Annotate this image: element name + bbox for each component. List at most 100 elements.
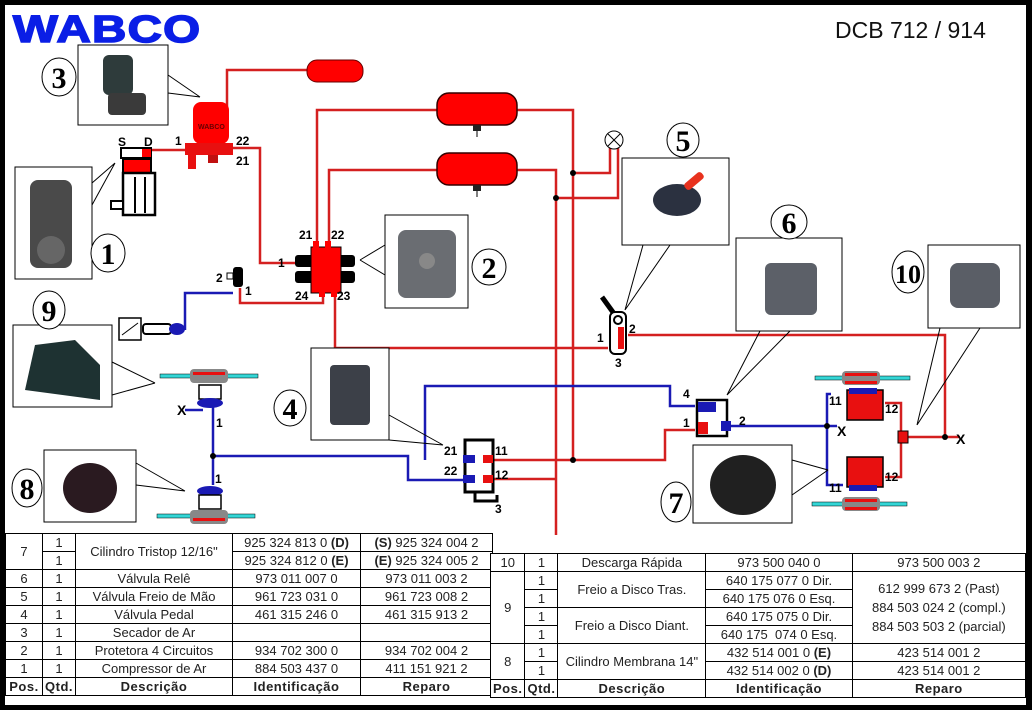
- port-label: 11: [495, 444, 508, 458]
- ident-cell: 640 175 074 0 Esq.: [705, 625, 853, 644]
- callout-3: [41, 57, 77, 97]
- tristop-top-symbol: [846, 388, 884, 421]
- pos-cell: 4: [5, 605, 43, 624]
- air-dryer-symbol: WABCO: [185, 102, 233, 169]
- pos-cell: 8: [489, 643, 526, 680]
- callout-6: [770, 204, 808, 240]
- callout-circles: [11, 57, 925, 523]
- port-label: 12: [885, 470, 899, 484]
- port-label: D: [144, 135, 153, 149]
- front-disc-bottom: [156, 510, 256, 524]
- ident-cell: 961 723 031 0: [232, 587, 361, 606]
- repair-cell: (E) 925 324 005 2: [360, 551, 493, 570]
- qty-cell: 1: [524, 607, 559, 626]
- pipe-tristop-11: [825, 392, 843, 487]
- membrane-cylinder-bottom-symbol: [197, 486, 223, 510]
- pipe-gauge-a: [573, 148, 612, 175]
- pipe-dryer-small-tank: [225, 68, 307, 125]
- desc-cell: Freio a Disco Diant.: [557, 607, 707, 644]
- document-title: DCB 712 / 914: [835, 17, 986, 43]
- desc-cell: Válvula Freio de Mão: [75, 587, 233, 606]
- air-tank-1: [436, 92, 518, 137]
- table-header-row: Pos. Qtd. Descrição Identificação Reparo: [489, 679, 1027, 698]
- pipe-handbrake-quick: [628, 333, 960, 439]
- pipe-fc23-handbrake: [333, 293, 608, 350]
- port-label: 11: [829, 394, 842, 408]
- pipe-tank2-out: [517, 168, 558, 535]
- callout-label: 8: [20, 473, 35, 506]
- parts-table-right: 10 1 Descarga Rápida 973 500 040 0 973 5…: [489, 553, 1027, 698]
- port-label: 22: [236, 134, 250, 148]
- pipe-tank1-out: [517, 108, 575, 460]
- repair-cell: 461 315 913 2: [360, 605, 493, 624]
- port-label: 22: [444, 464, 458, 478]
- port-label: 3: [615, 356, 622, 370]
- front-disc-top: [159, 369, 259, 383]
- desc-cell: Descarga Rápida: [557, 553, 707, 572]
- junction-dots: [210, 170, 948, 463]
- ident-cell: 432 514 001 0 (E): [705, 643, 853, 662]
- callout-label: 6: [782, 207, 797, 240]
- pos-cell: 10: [489, 553, 526, 572]
- qty-cell: 1: [524, 625, 559, 644]
- port-label: 21: [236, 154, 250, 168]
- pipe-dryer-fourcircuit: [230, 146, 305, 265]
- pos-cell: 1: [5, 659, 43, 678]
- ident-cell: 973 500 040 0: [705, 553, 853, 572]
- parts-table-left: 7 1 Cilindro Tristop 12/16" 925 324 813 …: [5, 533, 493, 696]
- port-label: 12: [495, 468, 509, 482]
- header-qty: Qtd.: [524, 679, 559, 698]
- pos-cell: 7: [5, 533, 43, 570]
- desc-cell: Protetora 4 Circuitos: [75, 641, 233, 660]
- port-label: 3: [495, 502, 502, 516]
- table-row: 8 1 Cilindro Membrana 14" 432 514 001 0 …: [489, 643, 1027, 680]
- quick-release-valve-symbol: [897, 430, 909, 444]
- callout-10: [891, 250, 925, 294]
- callout-label: 4: [283, 393, 298, 426]
- pipe-pedal-relay4: [423, 384, 695, 460]
- air-tank-2: [436, 152, 518, 197]
- qty-cell: 1: [42, 551, 76, 570]
- header-pos: Pos.: [489, 679, 526, 698]
- pipe-small-valve-disc: [183, 291, 233, 330]
- desc-cell: Cilindro Membrana 14": [557, 643, 707, 680]
- callout-label: 3: [52, 62, 67, 95]
- header-ident: Identificação: [232, 677, 361, 696]
- four-circuit-valve-symbol: [295, 241, 355, 297]
- pipe-relay-1: [573, 428, 695, 462]
- schematic-canvas: WABCO DCB 712 / 914: [5, 5, 1027, 705]
- pipe-tristop-12-bottom: [885, 437, 903, 479]
- port-label: 12: [885, 402, 899, 416]
- exhaust-label: X: [837, 423, 847, 439]
- repair-cell: 411 151 921 2: [360, 659, 493, 678]
- table-row: 1 Freio a Disco Diant. 640 175 075 0 Dir…: [491, 607, 1026, 644]
- table-row: 7 1 Cilindro Tristop 12/16" 925 324 813 …: [5, 533, 493, 570]
- control-lines: [183, 291, 843, 487]
- pipe-front-to-pedal: [213, 454, 463, 482]
- callout-label: 5: [676, 125, 691, 158]
- pipe-tristop-12-top: [885, 401, 903, 437]
- qty-cell: 1: [524, 661, 559, 680]
- ident-cell: 432 514 002 0 (D): [705, 661, 853, 680]
- port-label: 2: [629, 322, 636, 336]
- product-photos: [25, 55, 1000, 515]
- desc-cell: Válvula Pedal: [75, 605, 233, 624]
- membrane-cylinder-top-symbol: [197, 384, 223, 408]
- hand-brake-valve-symbol: [599, 295, 627, 355]
- ident-cell: 973 011 007 0: [232, 569, 361, 588]
- qty-cell: 1: [42, 659, 76, 678]
- header-desc: Descrição: [557, 679, 707, 698]
- repair-cell: 973 500 003 2: [851, 553, 1027, 572]
- table-header-row: Pos. Qtd. Descrição Identificação Reparo: [5, 677, 493, 696]
- qty-cell: 1: [42, 641, 76, 660]
- rear-disc-bottom: [811, 497, 908, 511]
- port-label: 4: [683, 387, 690, 401]
- ident-cell: 884 503 437 0: [232, 659, 361, 678]
- desc-cell: Cilindro Tristop 12/16": [75, 533, 233, 570]
- repair-cell: 973 011 003 2: [360, 569, 493, 588]
- callout-label: 1: [101, 238, 116, 271]
